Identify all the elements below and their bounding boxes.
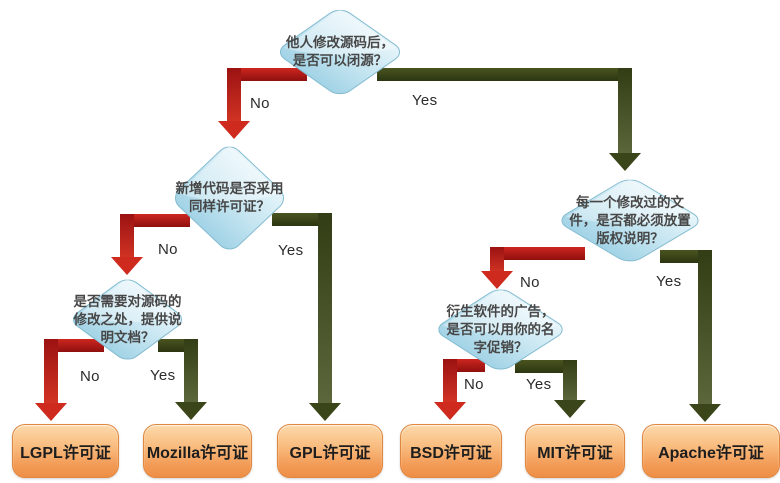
decision-close-source: 他人修改源码后， 是否可以闭源？ (270, 3, 410, 101)
edge-label-no: No (250, 95, 270, 112)
decision-same-license: 新增代码是否采用 同样许可证？ (166, 138, 293, 258)
edge-label-no: No (80, 368, 100, 385)
edge-label-yes: Yes (150, 367, 176, 384)
edge-yes-closesource-v (618, 68, 632, 155)
license-label: MIT许可证 (537, 445, 613, 462)
edge-no-closesource-h (227, 68, 307, 81)
edge-yes-closesource-h (377, 68, 632, 81)
edge-label-no: No (464, 376, 484, 393)
decision-question: 每一个修改过的文 件，是否都必须放置 版权说明？ (569, 194, 691, 246)
edge-label-no: No (520, 274, 540, 291)
edge-label-yes: Yes (656, 273, 682, 290)
arrowhead-down-icon (434, 402, 466, 420)
decision-question: 新增代码是否采用 同样许可证？ (175, 181, 284, 214)
edge-yes-promotion-h (515, 360, 577, 373)
license-label: GPL许可证 (289, 445, 371, 462)
arrowhead-down-icon (554, 400, 586, 418)
license-label: Mozilla许可证 (146, 445, 249, 462)
edge-label-yes: Yes (412, 92, 438, 109)
decision-copyright-notice: 每一个修改过的文 件，是否都必须放置 版权说明？ (550, 173, 710, 268)
license-label: LGPL许可证 (20, 445, 111, 462)
arrowhead-down-icon (175, 402, 207, 420)
decision-doc-changes: 是否需要对源码的 修改之处，提供说 明文档？ (64, 273, 191, 366)
edge-no-samelicense-h (120, 214, 190, 227)
arrowhead-down-icon (689, 404, 721, 422)
diamond-shape-icon (428, 288, 573, 376)
edge-yes-copyright-v (698, 250, 712, 406)
edge-no-samelicense-v (120, 214, 134, 259)
edge-no-copyright-v (490, 247, 504, 273)
edge-yes-samelicense-v (318, 213, 332, 404)
edge-no-docchanges-v (44, 339, 58, 404)
license-label: BSD许可证 (410, 445, 492, 462)
edge-label-yes: Yes (526, 376, 552, 393)
license-box-bsd: BSD许可证 (400, 424, 502, 478)
license-box-gpl: GPL许可证 (277, 424, 383, 478)
decision-question: 衍生软件的广告， 是否可以用你的名 字促销？ (446, 303, 555, 355)
edge-no-docchanges-h (44, 339, 104, 352)
diamond-shape-icon (64, 278, 191, 366)
edge-yes-samelicense-h (272, 213, 332, 226)
edge-label-yes: Yes (278, 242, 304, 259)
arrowhead-down-icon (309, 403, 341, 421)
edge-no-closesource-v (227, 68, 241, 123)
edge-no-promotion-v (443, 359, 457, 403)
edge-label-no: No (158, 241, 178, 258)
license-label: Apache许可证 (658, 445, 764, 462)
arrowhead-down-icon (609, 153, 641, 171)
diamond-shape-icon (270, 8, 410, 101)
diamond-shape-icon (166, 145, 293, 258)
decision-question: 是否需要对源码的 修改之处，提供说 明文档？ (73, 293, 182, 345)
arrowhead-down-icon (481, 271, 513, 289)
license-box-apache: Apache许可证 (642, 424, 780, 478)
arrowhead-down-icon (111, 257, 143, 275)
edge-yes-docchanges-v (184, 339, 198, 402)
edge-no-copyright-h (492, 247, 585, 260)
decision-question: 他人修改源码后， 是否可以闭源？ (286, 35, 394, 68)
arrowhead-down-icon (35, 403, 67, 421)
decision-name-promotion: 衍生软件的广告， 是否可以用你的名 字促销？ (428, 283, 573, 376)
arrowhead-down-icon (218, 121, 250, 139)
license-box-mozilla: Mozilla许可证 (143, 424, 252, 478)
license-box-mit: MIT许可证 (525, 424, 625, 478)
diamond-shape-icon (550, 178, 710, 268)
license-box-lgpl: LGPL许可证 (12, 424, 119, 478)
edge-yes-promotion-v (563, 360, 577, 401)
